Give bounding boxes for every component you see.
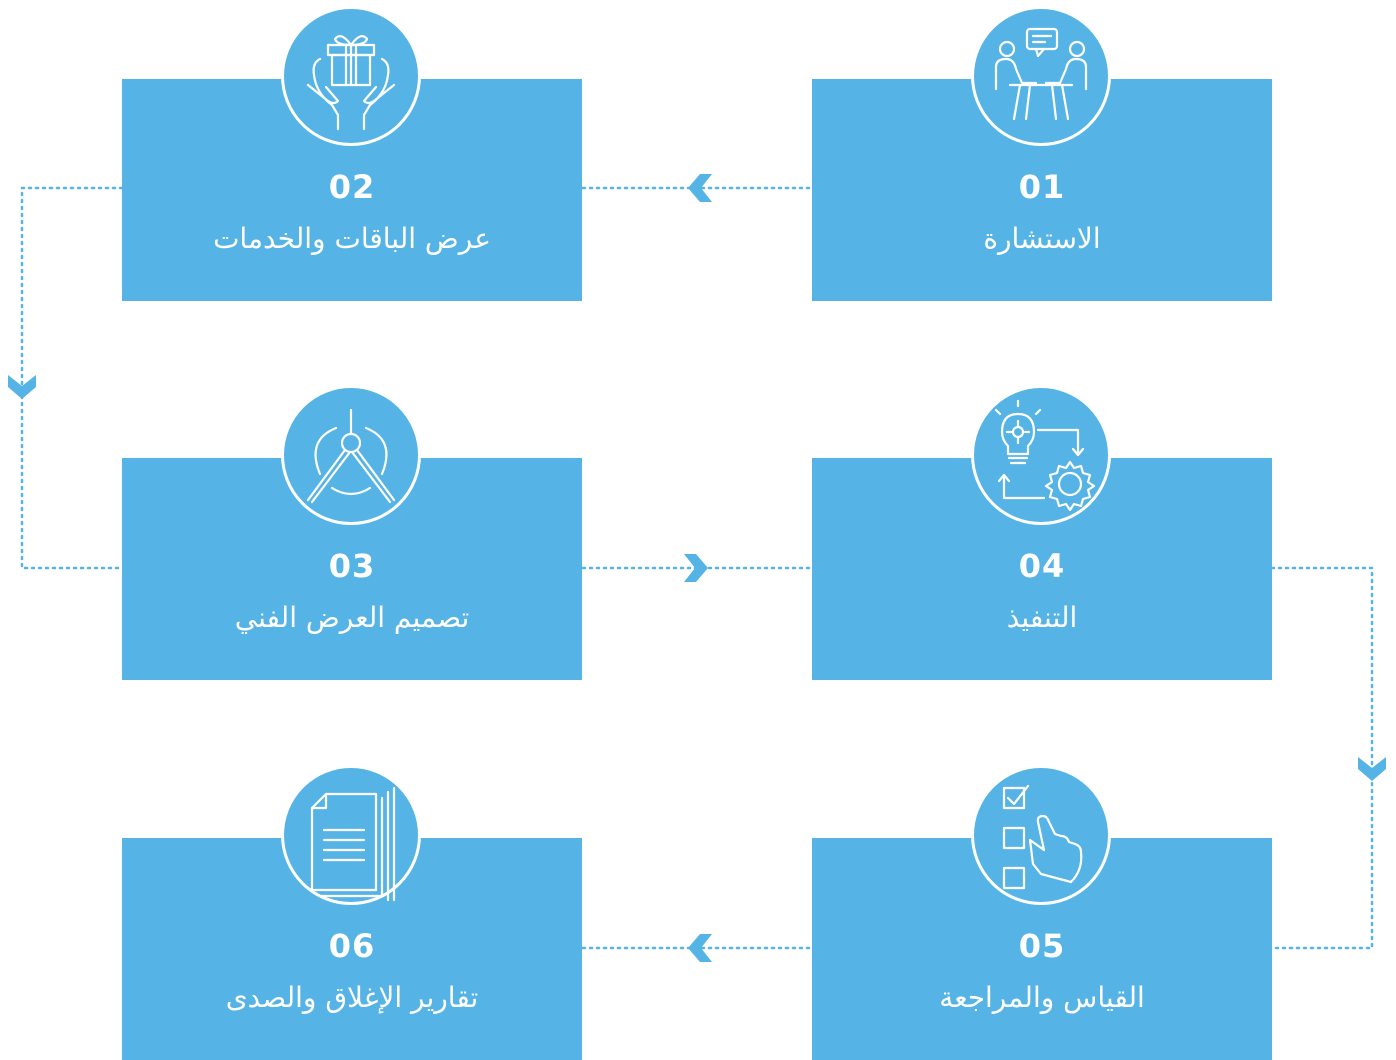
compass-design-icon bbox=[281, 385, 421, 525]
documents-stack-icon bbox=[281, 765, 421, 905]
step-label: التنفيذ bbox=[1006, 601, 1078, 634]
step-number: 02 bbox=[328, 168, 376, 206]
chevron-down-icon bbox=[8, 375, 36, 399]
step-number: 06 bbox=[328, 927, 376, 965]
step-number: 03 bbox=[328, 547, 376, 585]
chevron-left-icon bbox=[688, 174, 712, 202]
step-label: تصميم العرض الفني bbox=[234, 601, 470, 634]
idea-gear-cycle-icon bbox=[971, 385, 1111, 525]
step-number: 05 bbox=[1018, 927, 1066, 965]
step-number: 04 bbox=[1018, 547, 1066, 585]
chevron-left-icon bbox=[688, 934, 712, 962]
step-number: 01 bbox=[1018, 168, 1066, 206]
step-label: عرض الباقات والخدمات bbox=[213, 222, 491, 255]
consultation-meeting-icon bbox=[971, 6, 1111, 146]
step-label: القياس والمراجعة bbox=[939, 981, 1145, 1014]
step-label: الاستشارة bbox=[983, 222, 1101, 255]
gift-hands-icon bbox=[281, 6, 421, 146]
chevron-right-icon bbox=[684, 554, 708, 582]
step-label: تقارير الإغلاق والصدى bbox=[225, 981, 479, 1014]
chevron-down-icon bbox=[1358, 757, 1386, 781]
checklist-hand-icon bbox=[971, 765, 1111, 905]
